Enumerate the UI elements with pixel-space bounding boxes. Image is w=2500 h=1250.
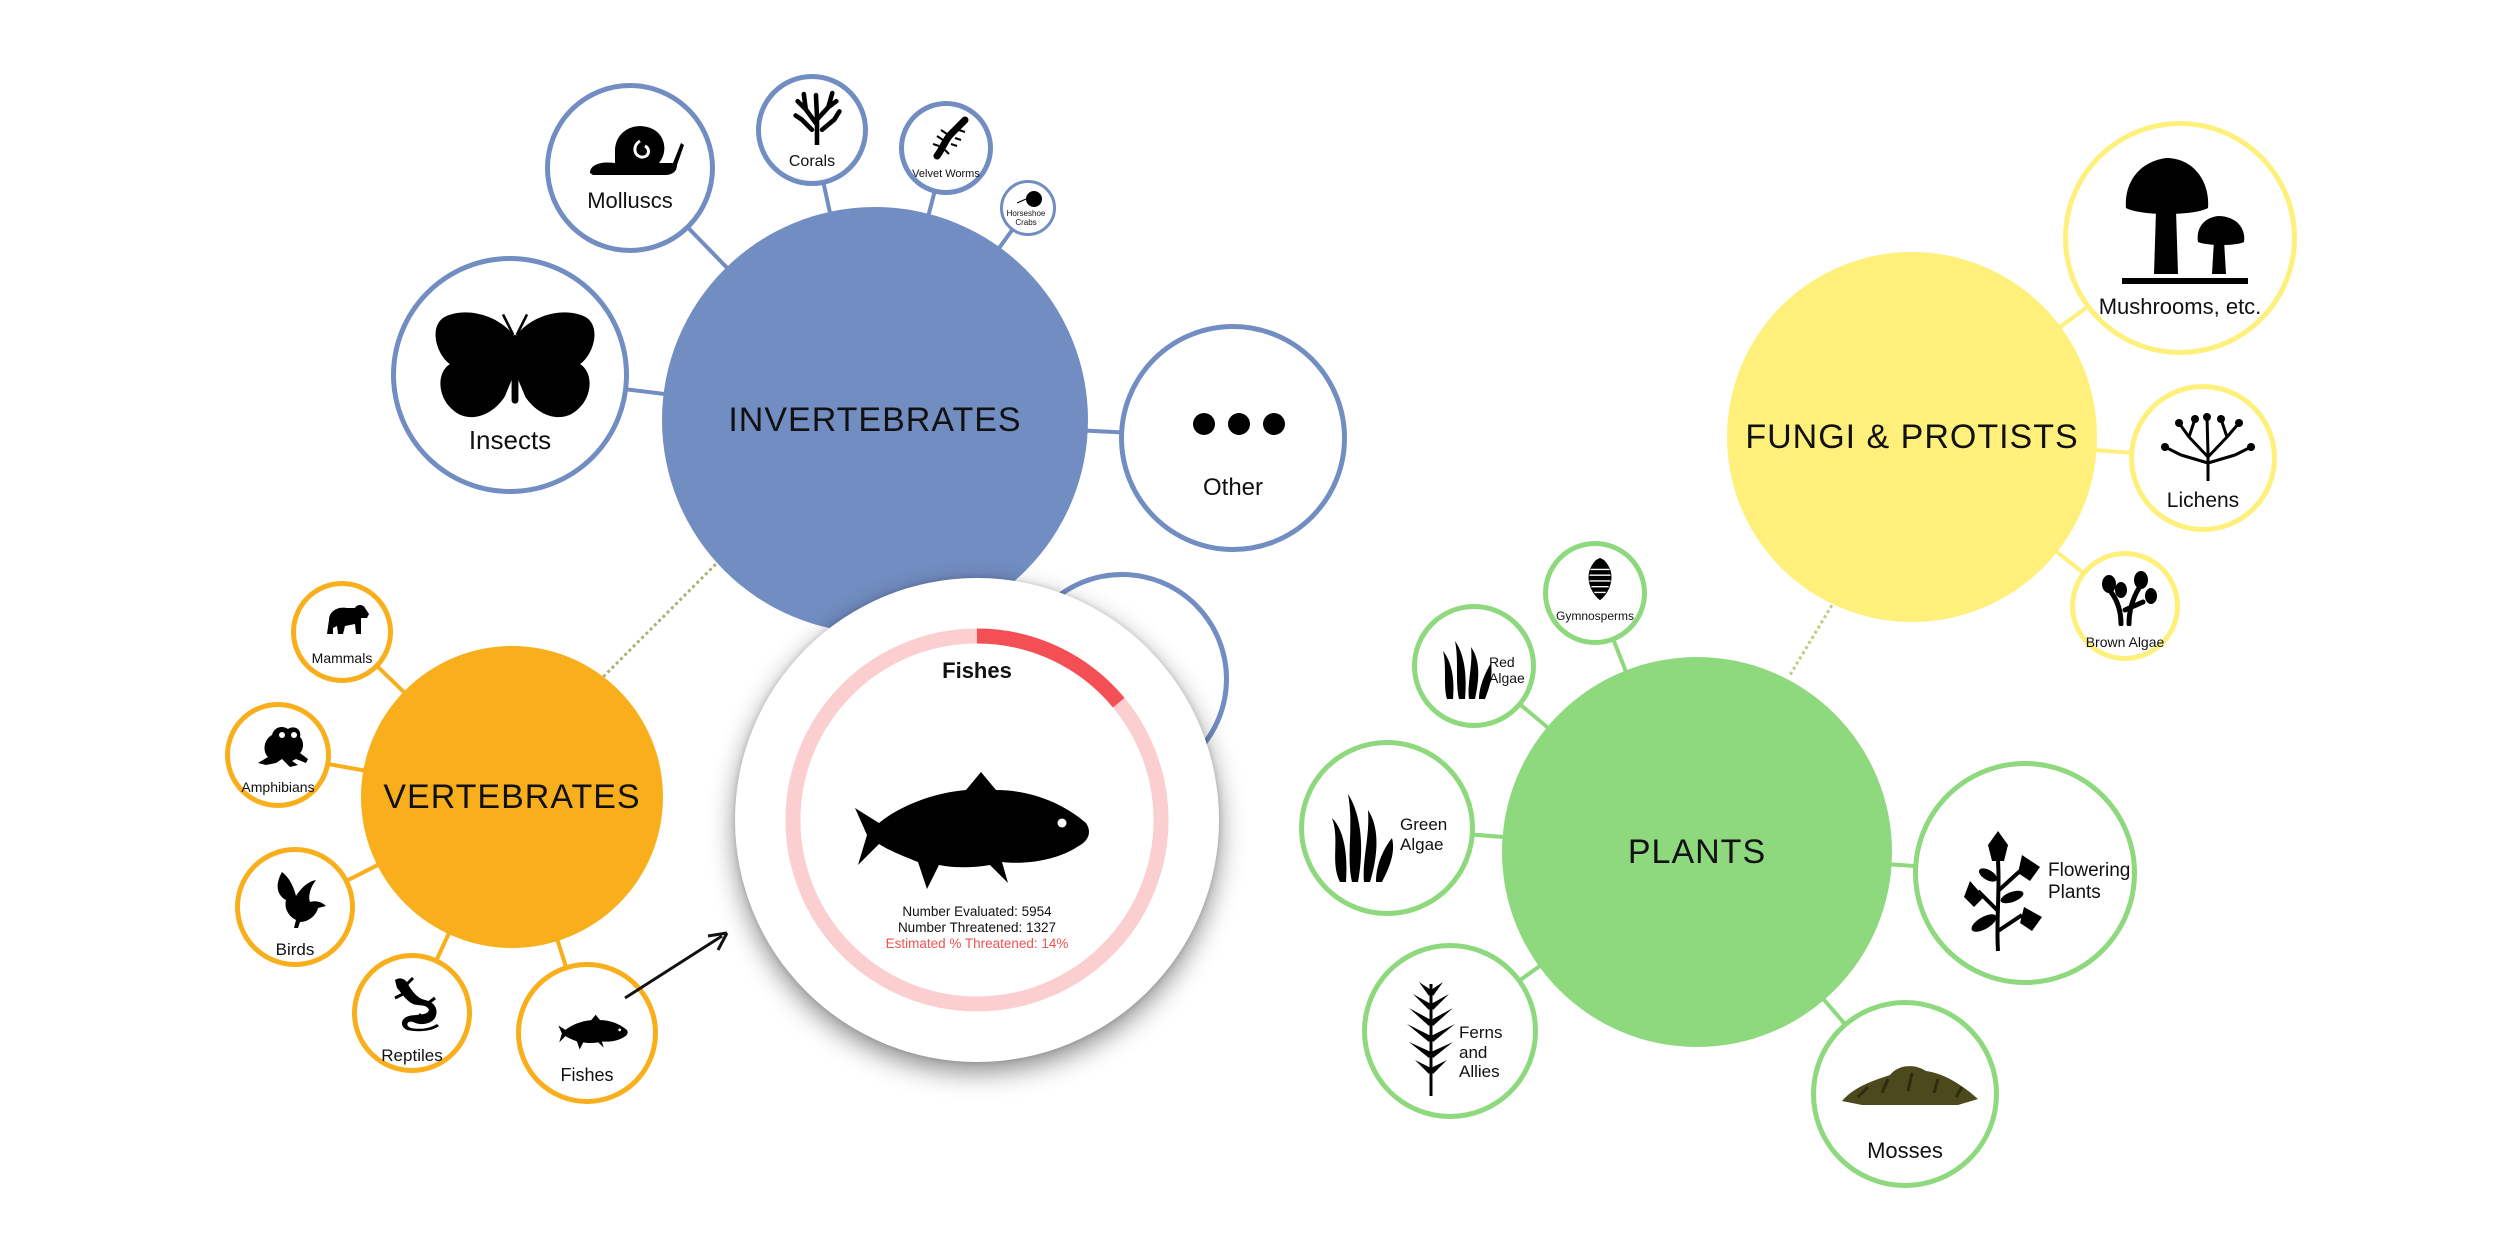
node-mosses[interactable]: Mosses xyxy=(1811,1000,1999,1188)
node-other[interactable]: Other xyxy=(1119,324,1347,552)
node-label: Molluscs xyxy=(550,188,710,213)
node-molluscs[interactable]: Molluscs xyxy=(545,83,715,253)
flower-icon xyxy=(1948,811,2048,956)
butterfly-icon xyxy=(426,311,604,431)
node-mushrooms-etc[interactable]: Mushrooms, etc. xyxy=(2063,121,2297,355)
node-label: Velvet Worms xyxy=(904,168,988,181)
hub-invertebrates[interactable]: INVERTEBRATES xyxy=(662,207,1088,633)
node-label: Other xyxy=(1124,474,1342,502)
green-algae-icon xyxy=(1326,790,1398,885)
stat-threatened: Number Threatened: 1327 xyxy=(735,920,1219,935)
fishes-detail-popup[interactable]: Fishes Number Evaluated: 5954 Number Thr… xyxy=(735,578,1219,1062)
node-label: Reptiles xyxy=(357,1046,467,1066)
node-amphibians[interactable]: Amphibians xyxy=(225,702,331,808)
node-brown-algae[interactable]: Brown Algae xyxy=(2070,551,2180,661)
node-fishes[interactable]: Fishes xyxy=(516,962,658,1104)
hub-label: VERTEBRATES xyxy=(383,778,640,817)
frog-icon xyxy=(252,721,312,769)
snail-icon xyxy=(585,123,685,178)
node-label: Flowering Plants xyxy=(2048,860,2128,904)
node-label: Birds xyxy=(240,940,350,960)
node-label: Mammals xyxy=(296,650,388,666)
node-gymnosperms[interactable]: Gymnosperms xyxy=(1543,541,1647,645)
detail-title: Fishes xyxy=(735,658,1219,684)
node-corals[interactable]: Corals xyxy=(756,74,868,186)
node-label: Ferns and Allies xyxy=(1459,1023,1529,1082)
node-lichens[interactable]: Lichens xyxy=(2129,384,2277,532)
lichen-icon xyxy=(2159,413,2257,483)
hub-label: INVERTEBRATES xyxy=(728,401,1021,440)
node-label: Red Algae xyxy=(1489,654,1527,686)
brown-algae-icon xyxy=(2099,570,2161,626)
hub-plants[interactable]: PLANTS xyxy=(1502,657,1892,1047)
red-algae-icon xyxy=(1437,637,1497,701)
node-mammals[interactable]: Mammals xyxy=(291,581,393,683)
coral-icon xyxy=(791,89,843,145)
node-label: Corals xyxy=(761,153,863,171)
threatened-ring xyxy=(735,578,1219,1062)
node-label: Fishes xyxy=(521,1065,653,1086)
fish-icon xyxy=(855,772,1089,889)
node-green-algae[interactable]: Green Algae xyxy=(1299,740,1475,916)
hub-fungi[interactable]: FUNGI & PROTISTS xyxy=(1727,252,2097,622)
fish-icon xyxy=(545,1013,641,1053)
node-label: Insects xyxy=(396,426,624,456)
hub-label: PLANTS xyxy=(1628,833,1766,872)
hub-label: FUNGI & PROTISTS xyxy=(1745,418,2078,457)
node-insects[interactable]: Insects xyxy=(391,256,629,494)
horseshoe-crab-icon xyxy=(1017,189,1045,211)
node-red-algae[interactable]: Red Algae xyxy=(1412,604,1536,728)
node-velvet-worms[interactable]: Velvet Worms xyxy=(899,101,993,195)
node-horseshoe-crabs[interactable]: Horseshoe Crabs xyxy=(1000,180,1056,236)
node-label: Mushrooms, etc. xyxy=(2068,294,2292,319)
node-ferns-and-allies[interactable]: Ferns and Allies xyxy=(1362,943,1538,1119)
stat-evaluated: Number Evaluated: 5954 xyxy=(735,904,1219,919)
node-reptiles[interactable]: Reptiles xyxy=(352,953,472,1073)
mushroom-icon xyxy=(2118,156,2252,284)
fern-icon xyxy=(1405,978,1457,1098)
connector-line xyxy=(1790,600,1835,675)
connector-line xyxy=(600,560,720,680)
node-label: Mosses xyxy=(1816,1138,1994,1163)
hub-vertebrates[interactable]: VERTEBRATES xyxy=(361,646,663,948)
moss-icon xyxy=(1838,1057,1982,1107)
node-flowering-plants[interactable]: Flowering Plants xyxy=(1913,761,2137,985)
ellipsis-icon xyxy=(1189,409,1289,439)
node-label: Brown Algae xyxy=(2075,634,2175,650)
node-label: Amphibians xyxy=(230,779,326,795)
bird-icon xyxy=(270,868,332,930)
node-label: Lichens xyxy=(2134,489,2272,513)
bear-icon xyxy=(323,600,371,640)
node-label: Gymnosperms xyxy=(1548,610,1642,624)
stat-percent-threatened: Estimated % Threatened: 14% xyxy=(735,936,1219,951)
lizard-icon xyxy=(387,974,451,1032)
velvet-worm-icon xyxy=(929,116,973,160)
node-label: Green Algae xyxy=(1400,815,1466,854)
node-birds[interactable]: Birds xyxy=(235,847,355,967)
pinecone-icon xyxy=(1578,556,1622,602)
node-label: Horseshoe Crabs xyxy=(1003,209,1049,227)
